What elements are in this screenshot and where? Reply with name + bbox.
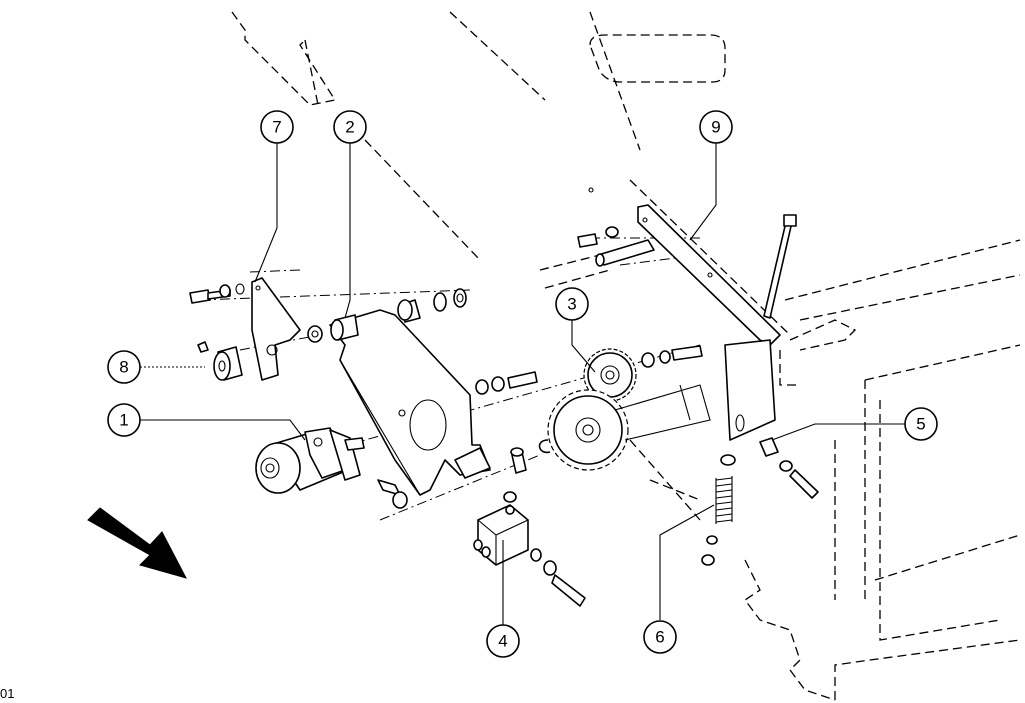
callout-3: 3 <box>555 287 589 321</box>
callout-3-label: 3 <box>567 295 576 314</box>
fasteners-middle <box>377 371 538 509</box>
sprocket-assembly-part-3 <box>538 345 711 471</box>
callout-1: 1 <box>107 403 141 437</box>
callout-8-label: 8 <box>119 358 128 377</box>
callout-6: 6 <box>643 620 677 654</box>
callout-7-label: 7 <box>272 118 281 137</box>
spring-part-6 <box>701 454 736 566</box>
roller-part-8 <box>197 341 243 381</box>
leader-lines <box>140 143 905 625</box>
callout-4-label: 4 <box>498 632 507 651</box>
valve-block-part-4 <box>473 491 586 607</box>
mounting-plate-part-2 <box>307 288 491 496</box>
fastener-set-part-5 <box>759 437 819 499</box>
callout-4: 4 <box>486 624 520 658</box>
callout-5: 5 <box>904 407 938 441</box>
direction-arrow <box>87 507 187 579</box>
callout-9: 9 <box>699 110 733 144</box>
callout-8: 8 <box>107 350 141 384</box>
figure-code: 01 <box>0 686 15 701</box>
callout-9-label: 9 <box>711 118 720 137</box>
callout-5-label: 5 <box>916 415 925 434</box>
callout-2-label: 2 <box>345 118 354 137</box>
callout-1-label: 1 <box>119 411 128 430</box>
callout-6-label: 6 <box>655 628 664 647</box>
drive-motor-part-1 <box>255 427 365 494</box>
machine-frame-outline <box>231 11 1021 701</box>
callout-7: 7 <box>260 110 294 144</box>
callout-2: 2 <box>333 110 367 144</box>
arm-bracket-part-9 <box>577 187 797 441</box>
side-bracket-part-7 <box>189 277 301 381</box>
